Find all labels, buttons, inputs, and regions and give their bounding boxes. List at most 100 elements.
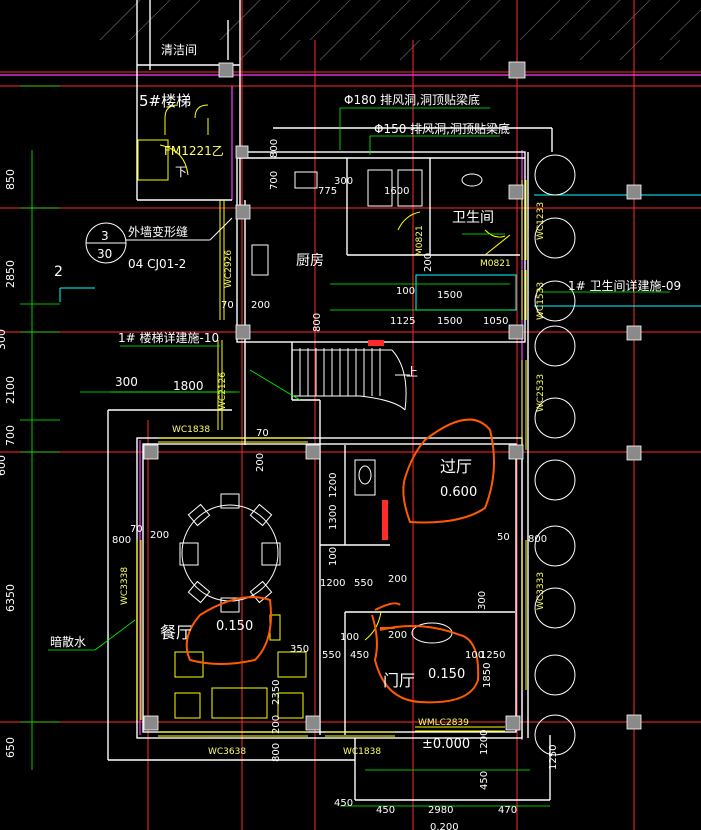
dim-470: 470 (498, 805, 517, 816)
window-label-wc1838-top: WC1838 (172, 425, 210, 435)
dim-100b: 100 (328, 547, 339, 566)
dim-left-300: 300 (0, 329, 8, 350)
fixtures (251, 169, 483, 644)
dim-100a: 100 (396, 286, 415, 297)
sofa-furniture (174, 614, 307, 719)
dim-1250: 1250 (480, 650, 505, 661)
dim-700a: 700 (269, 171, 280, 190)
dim-450a: 450 (350, 650, 369, 661)
dim-1250b: 1250 (548, 745, 559, 770)
dim-left-600: 600 (0, 455, 8, 476)
window-label-wc3333: WC3333 (536, 572, 546, 610)
dim-200d-1200: 1200 (328, 473, 339, 498)
leader-lines (48, 107, 670, 807)
dim-200g: 200 (388, 630, 407, 641)
dim-left-650: 650 (4, 737, 17, 758)
label-corridor-level: 0.600 (440, 485, 477, 500)
window-label-wc1838-bottom: WC1838 (343, 747, 381, 757)
dim-1125: 1125 (390, 316, 415, 327)
window-label-wc1233: WC1233 (536, 202, 546, 240)
dim-left-700: 700 (4, 425, 17, 446)
label-detail-num: 3 (101, 229, 109, 243)
label-kitchen: 厨房 (296, 253, 324, 269)
dim-left-6350: 6350 (4, 584, 17, 612)
label-up: 上 (406, 365, 418, 379)
dim-200c: 200 (255, 453, 266, 472)
dim-100d: 100 (465, 650, 484, 661)
detail-bubble (85, 217, 233, 264)
dim-800e: 800 (271, 743, 282, 762)
window-label-wc2126: WC2126 (218, 372, 228, 410)
door-label-m0821-b: M0821 (480, 259, 511, 269)
label-detail-sheet: 30 (97, 247, 112, 261)
window-lines (136, 180, 527, 737)
dim-200a: 200 (251, 300, 270, 311)
dim-1200c: 1200 (479, 730, 490, 755)
label-bath-detail: 1# 卫生间详建施-09 (568, 278, 681, 293)
dim-left-2100: 2100 (4, 376, 17, 404)
dim-200f: 200 (150, 530, 169, 541)
dim-left-850: 850 (4, 169, 17, 190)
label-bottom-dim: 0.200 (430, 822, 459, 830)
label-axis-2: 2 (54, 264, 63, 280)
dim-1850: 1850 (482, 663, 493, 688)
dim-450b: 450 (479, 771, 490, 790)
dim-2980: 2980 (428, 805, 453, 816)
dim-1800: 1800 (173, 379, 204, 393)
dim-2350: 2350 (271, 680, 282, 705)
dim-1500b: 1500 (437, 316, 462, 327)
label-bathroom: 卫生间 (452, 210, 494, 226)
dim-1050: 1050 (483, 316, 508, 327)
dim-300c: 300 (477, 591, 488, 610)
trees (534, 154, 576, 756)
dim-70a: 70 (221, 300, 234, 311)
dim-350a: 350 (290, 644, 309, 655)
window-label-wc2926: WC2926 (224, 250, 234, 288)
upper-stair (164, 104, 209, 135)
label-dining: 餐厅 (160, 623, 192, 642)
dim-70c: 70 (130, 524, 143, 535)
label-ground-level: ±0.000 (422, 737, 470, 752)
dim-100c: 100 (340, 632, 359, 643)
markup-annotations (185, 418, 495, 704)
door-label-m0821-a: M0821 (415, 225, 425, 256)
label-stair-5: 5#楼梯 (139, 92, 191, 110)
label-fm-door: FM1221乙 (164, 144, 224, 158)
label-corridor: 过厅 (440, 457, 472, 476)
dim-800b: 800 (312, 313, 323, 332)
dim-300a: 300 (115, 375, 138, 389)
window-label-wc3338: WC3338 (120, 567, 130, 605)
dim-1200b: 1200 (320, 578, 345, 589)
label-drip-water: 暗散水 (50, 634, 86, 649)
walls (107, 0, 553, 801)
dim-200h: 200 (271, 715, 282, 734)
dim-200e: 200 (388, 574, 407, 585)
label-foyer: 门厅 (383, 671, 415, 690)
window-label-wc3638: WC3638 (208, 747, 246, 757)
label-detail-ref: 04 CJ01-2 (128, 257, 186, 271)
dim-800d: 800 (528, 534, 547, 545)
label-cleaning-room: 清洁间 (161, 43, 197, 57)
dim-450-bottom: 450 (376, 805, 395, 816)
staircase (292, 348, 410, 411)
label-ext-wall: 外墙变形缝 (128, 224, 188, 239)
columns (143, 61, 642, 731)
label-foyer-level: 0.150 (428, 667, 465, 682)
dim-70b: 70 (256, 428, 269, 439)
dim-left-2850: 2850 (4, 260, 17, 288)
label-fm-down: 下 (175, 165, 187, 179)
dining-table (179, 493, 281, 613)
dim-1600: 1600 (384, 186, 409, 197)
dim-800a: 800 (269, 139, 280, 158)
dim-1300: 1300 (328, 505, 339, 530)
dim-300b: 300 (334, 176, 353, 187)
window-label-wmlc2839: WMLC2839 (418, 718, 469, 728)
hatched-area (99, 0, 701, 61)
window-label-wc1533: WC1533 (536, 282, 546, 320)
label-stair-detail: 1# 楼梯详建施-10 (118, 330, 219, 345)
dim-50: 50 (497, 532, 510, 543)
red-markers (368, 340, 388, 540)
dim-200b: 200 (423, 253, 434, 272)
label-exhaust-150: Φ150 排风洞,洞顶贴梁底 (374, 121, 510, 136)
